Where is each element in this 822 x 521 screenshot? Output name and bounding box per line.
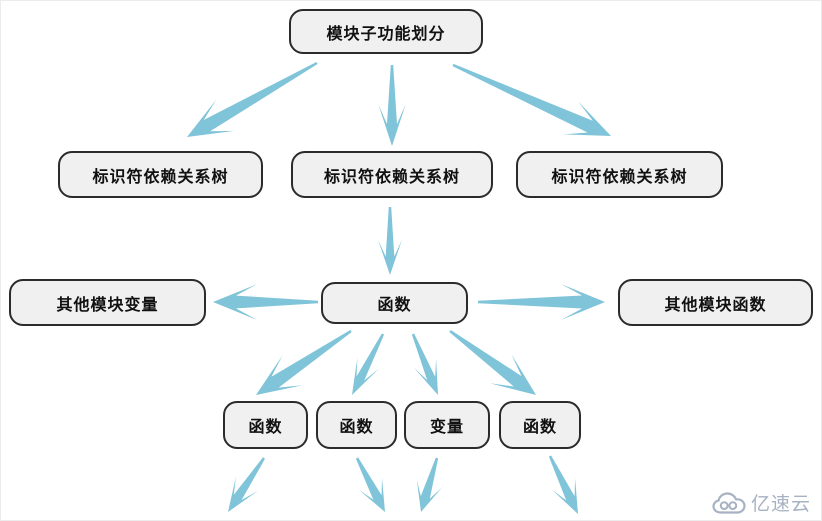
node-sub-var: 变量 — [404, 401, 490, 449]
node-sub-func-3: 函数 — [499, 401, 581, 449]
arrow-dep-mid-to-func — [378, 207, 402, 275]
arrow-sub-func-2-to-offscreen-below — [355, 457, 385, 512]
arrow-sub-func-3-to-offscreen-below — [548, 455, 578, 514]
node-root: 模块子功能划分 — [289, 9, 483, 54]
arrow-root-to-dep-left — [187, 62, 318, 137]
arrow-sub-func-1-to-offscreen-below — [228, 457, 265, 512]
arrow-func-to-sub-func-2 — [352, 333, 385, 395]
node-dep-right: 标识符依赖关系树 — [516, 151, 723, 198]
arrow-func-to-sub-func-3 — [449, 330, 536, 395]
node-other-vars: 其他模块变量 — [9, 279, 206, 326]
node-other-funcs: 其他模块函数 — [618, 279, 813, 326]
node-func: 函数 — [321, 282, 468, 324]
arrow-sub-var-to-offscreen-below — [416, 457, 442, 512]
arrow-func-to-sub-func-1 — [256, 330, 352, 395]
arrow-root-to-dep-right — [452, 63, 611, 136]
node-dep-left: 标识符依赖关系树 — [58, 151, 263, 198]
node-dep-mid: 标识符依赖关系树 — [291, 151, 493, 198]
node-sub-func-2: 函数 — [316, 401, 397, 449]
arrow-root-to-dep-mid — [378, 65, 406, 146]
cloud-logo-icon — [711, 490, 747, 516]
node-sub-func-1: 函数 — [223, 401, 308, 449]
arrow-func-to-other-vars — [213, 284, 318, 320]
arrow-func-to-sub-var — [411, 333, 438, 395]
watermark: 亿速云 — [711, 489, 811, 516]
watermark-brand-text: 亿速云 — [750, 493, 811, 515]
arrow-func-to-other-funcs — [478, 284, 605, 320]
